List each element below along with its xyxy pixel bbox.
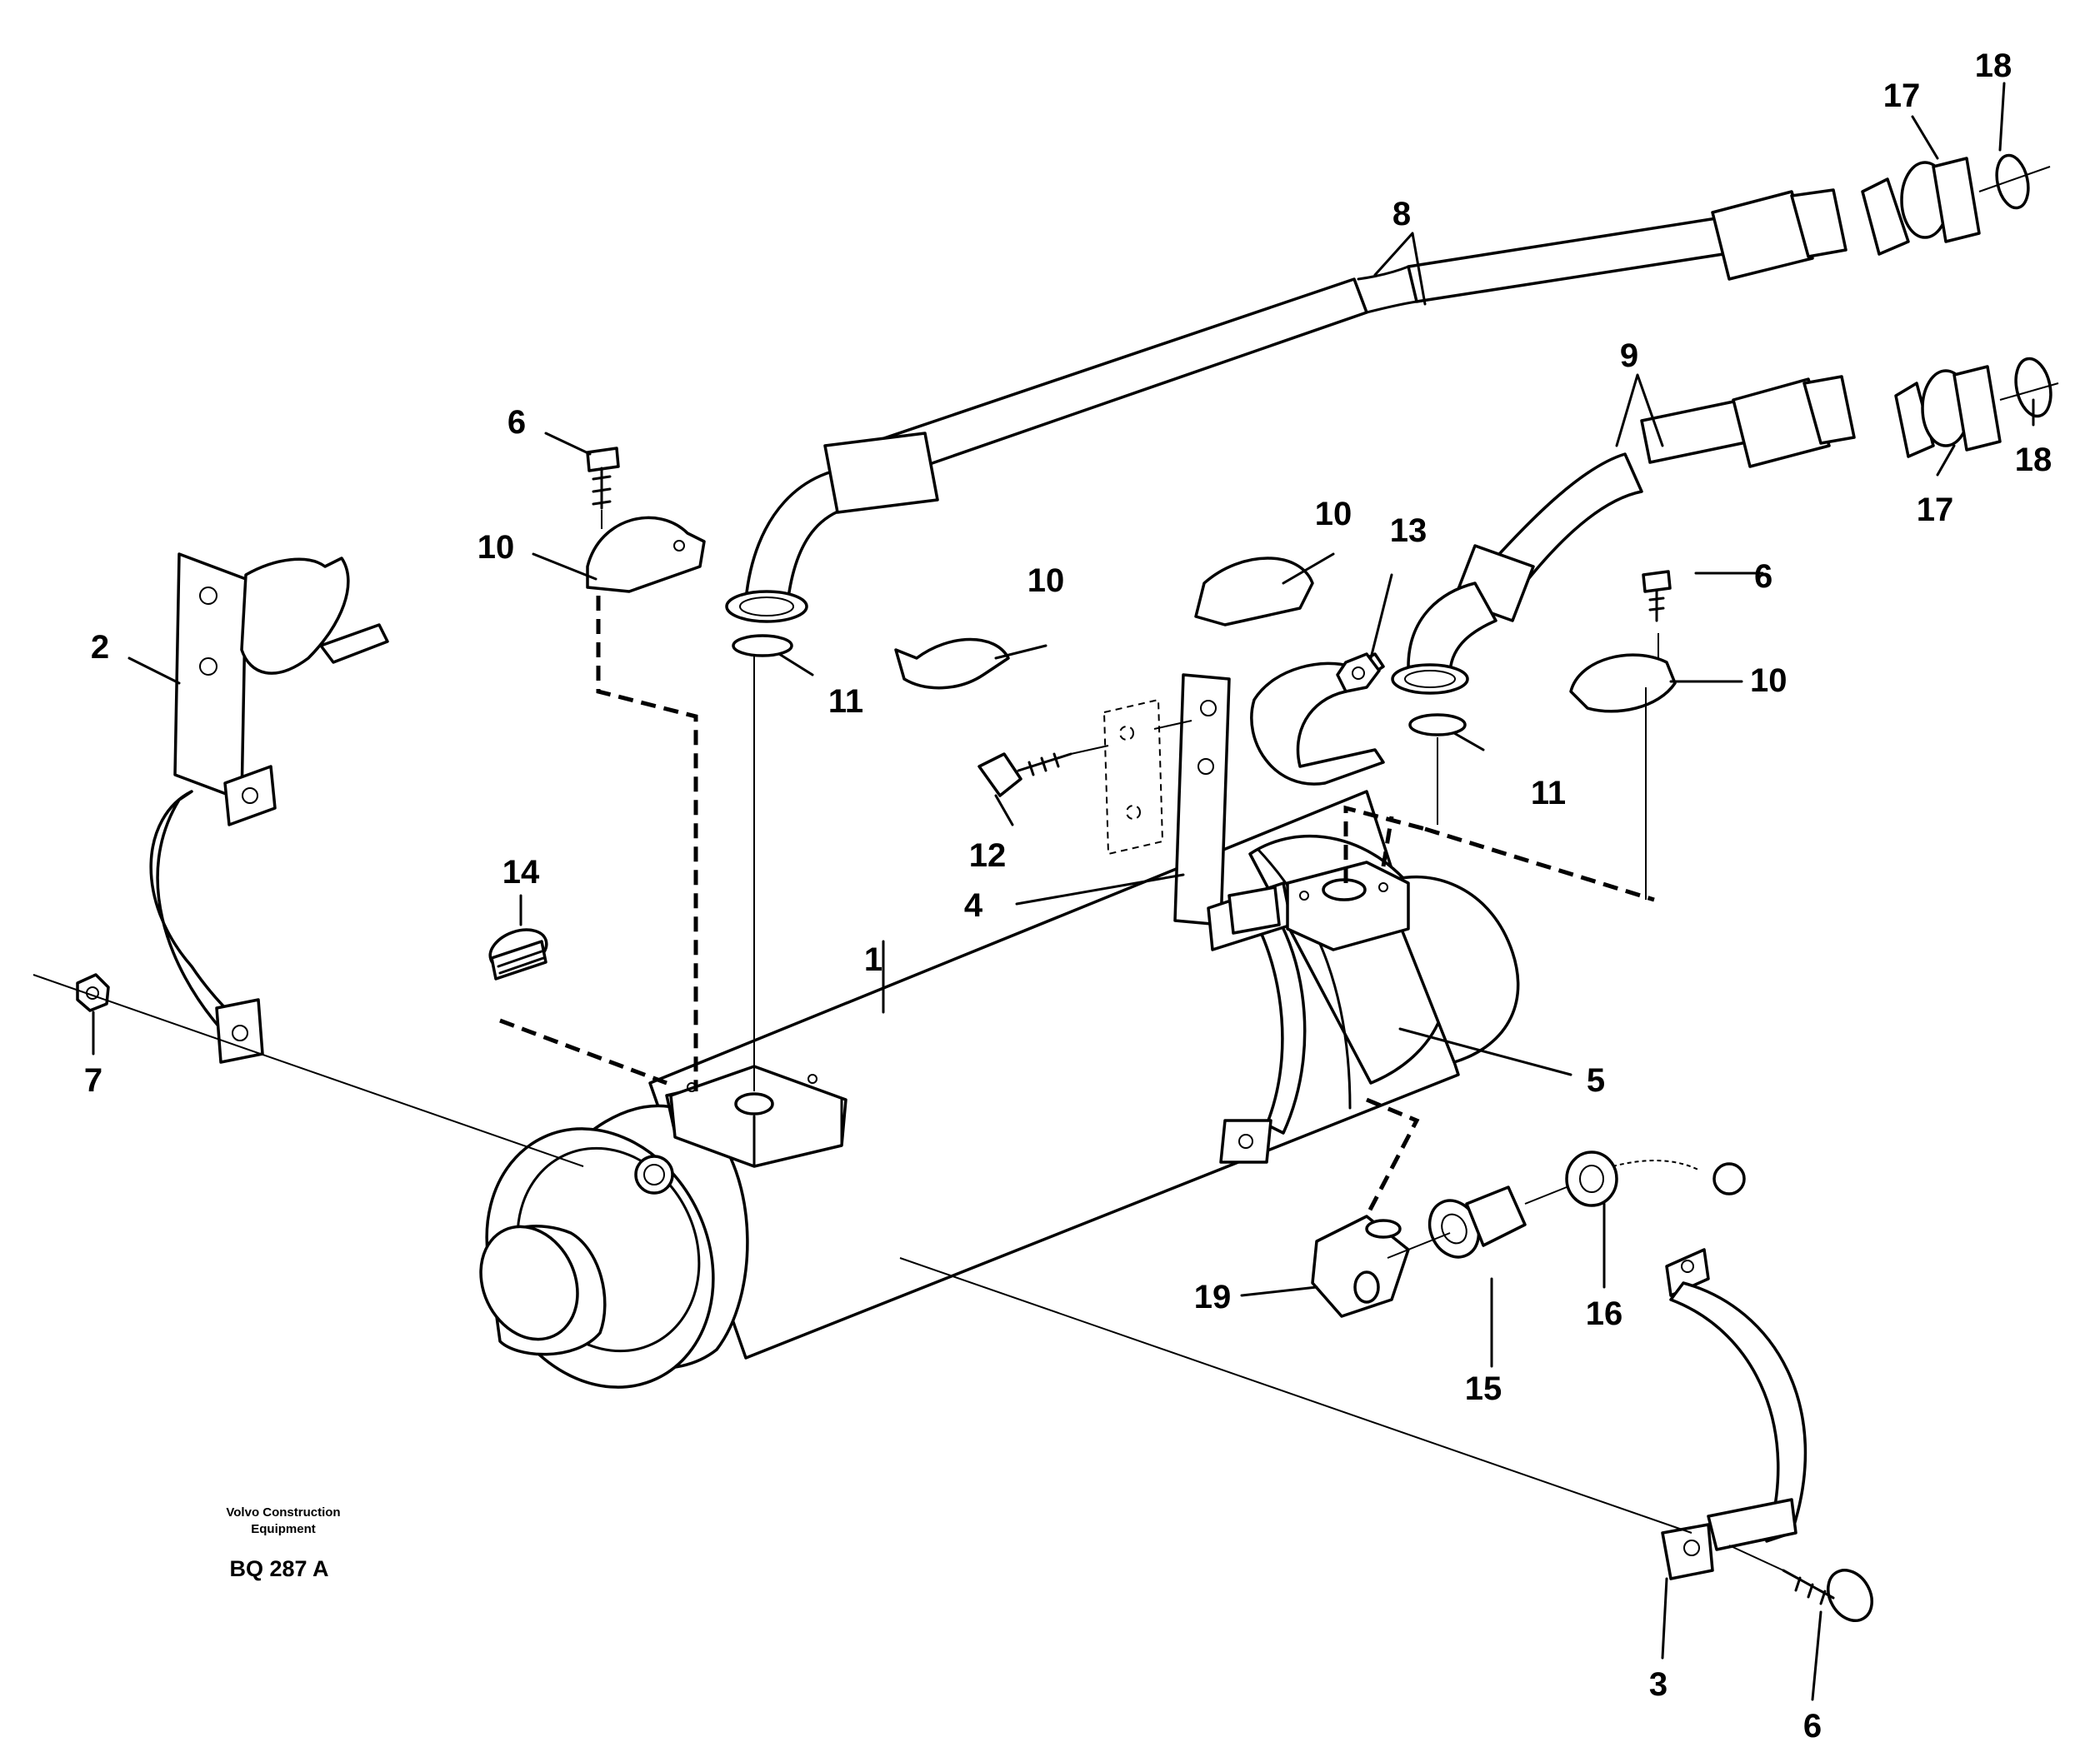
cap-16 xyxy=(1565,1151,1746,1207)
bracket-4 xyxy=(1173,673,1293,951)
elbow-19 xyxy=(1311,1215,1410,1318)
callout-12: 12 xyxy=(969,837,1007,874)
fitting-17-upper xyxy=(1861,157,1981,256)
callout-8: 8 xyxy=(1392,196,1411,232)
bolt-6-right xyxy=(1642,570,1672,622)
bolt-6-upper xyxy=(586,447,620,510)
callout-5: 5 xyxy=(1587,1062,1605,1099)
nut-7 xyxy=(76,973,110,1012)
callout-10-a: 10 xyxy=(478,529,515,566)
hose-9 xyxy=(1391,375,1856,695)
callout-7: 7 xyxy=(84,1062,102,1099)
callout-6-upper: 6 xyxy=(508,404,526,441)
callout-18-lower: 18 xyxy=(2015,442,2052,478)
dashed-assembly-lines xyxy=(499,596,1655,1218)
adapter-15 xyxy=(1428,1185,1527,1259)
footer-block: Volvo Construction Equipment BQ 287 A xyxy=(226,1505,340,1581)
callout-11-left: 11 xyxy=(828,683,863,720)
callout-1: 1 xyxy=(864,941,882,978)
assembly-lines xyxy=(32,510,1784,1571)
clamp-3 xyxy=(1661,1248,1808,1580)
ring-18-lower xyxy=(2014,357,2052,418)
callout-19: 19 xyxy=(1194,1279,1232,1315)
callout-10-b: 10 xyxy=(1028,562,1065,599)
clamp-half-10-b xyxy=(894,637,1010,690)
callout-6-right: 6 xyxy=(1754,558,1772,595)
callout-17-upper: 17 xyxy=(1883,77,1921,114)
callout-14: 14 xyxy=(502,854,540,891)
drawing-code: BQ 287 A xyxy=(229,1556,328,1581)
callout-labels: 1 2 3 4 5 6 6 6 7 8 9 10 10 10 10 11 11 … xyxy=(84,47,2052,1745)
callout-13: 13 xyxy=(1390,512,1428,549)
ring-11-left xyxy=(732,634,793,657)
clamp-half-10-c xyxy=(1194,557,1314,626)
callout-9: 9 xyxy=(1620,337,1638,374)
company-line-1: Volvo Construction xyxy=(226,1505,340,1520)
company-line-2: Equipment xyxy=(251,1522,316,1536)
nut-13 xyxy=(1336,652,1381,693)
callout-6-bottom: 6 xyxy=(1803,1708,1822,1745)
fitting-17-lower xyxy=(1894,365,2002,458)
callout-11-right: 11 xyxy=(1531,775,1566,811)
callout-10-d: 10 xyxy=(1750,662,1788,699)
callout-10-c: 10 xyxy=(1315,496,1352,532)
plug-14 xyxy=(488,928,548,981)
callout-4: 4 xyxy=(964,887,983,924)
ring-11-right xyxy=(1408,713,1467,736)
clamp-half-10-d xyxy=(1569,653,1677,713)
callout-16: 16 xyxy=(1586,1295,1623,1332)
bracket-2 xyxy=(149,552,389,1064)
axis-line-17-18-lower xyxy=(1999,382,2059,401)
callout-2: 2 xyxy=(91,629,109,666)
bolt-12 xyxy=(978,752,1072,797)
axis-line-17-18-upper xyxy=(1978,166,2051,192)
hose-8 xyxy=(725,188,1848,623)
callout-17-lower: 17 xyxy=(1917,492,1954,528)
clamp-5 xyxy=(1219,890,1307,1164)
ring-18-upper xyxy=(1995,153,2030,210)
bolt-6-bottom xyxy=(1782,1569,1873,1622)
callout-18-upper: 18 xyxy=(1975,47,2012,84)
plate-dashed xyxy=(1102,698,1164,856)
leader-lines xyxy=(92,82,2035,1701)
outlet-flange xyxy=(1286,861,1410,951)
callout-15: 15 xyxy=(1465,1370,1502,1407)
callout-3: 3 xyxy=(1649,1666,1668,1703)
clamp-half-10-a xyxy=(586,516,706,593)
